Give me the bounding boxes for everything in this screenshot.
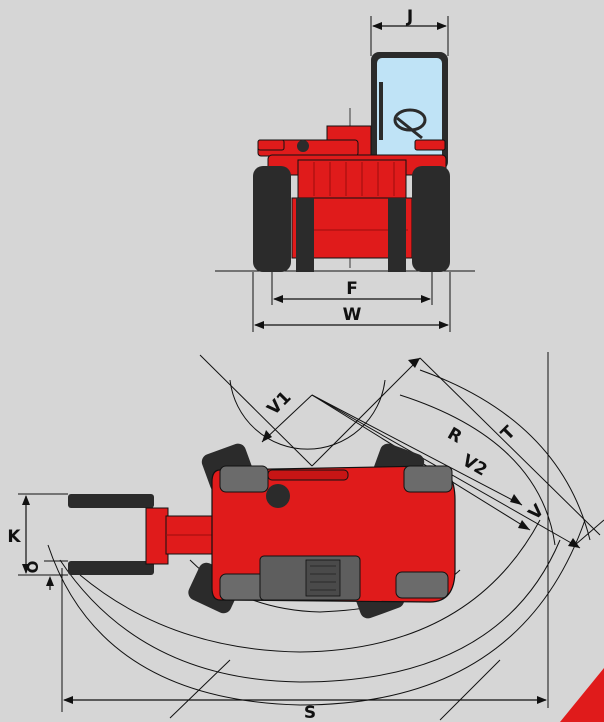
- label-r: R: [444, 424, 465, 448]
- label-v: V: [525, 500, 549, 524]
- arc-overall-sweep: [47, 519, 586, 706]
- right-light-housing: [414, 139, 446, 151]
- label-v2: V2: [459, 451, 491, 481]
- dimension-j: J: [370, 7, 449, 56]
- front-tyre-right: [412, 166, 450, 272]
- label-o: O: [24, 561, 42, 574]
- arc-outer-radius: [79, 519, 541, 653]
- arc-right-inner: [399, 394, 556, 546]
- label-s: S: [304, 703, 316, 722]
- top-fork-upper: [68, 494, 154, 508]
- mudguard-rear-right: [395, 571, 449, 599]
- label-t: T: [497, 422, 520, 445]
- carriage-ribs: [313, 162, 395, 196]
- fork-carriage: [145, 507, 169, 565]
- mirror-left: [297, 140, 309, 152]
- fork-left: [296, 198, 314, 272]
- mudguard-front-left: [219, 465, 269, 493]
- top-fork-lower: [68, 561, 154, 575]
- dimension-w: W: [252, 272, 451, 332]
- arc-inner-radius: [229, 379, 386, 450]
- fork-right: [388, 198, 406, 272]
- front-tyre-left: [253, 166, 291, 272]
- radius-arrowheads: [262, 358, 580, 548]
- label-f: F: [346, 279, 358, 299]
- front-view: J F W: [215, 7, 475, 332]
- dimension-o: O: [24, 560, 68, 590]
- label-j: J: [406, 7, 413, 27]
- mudguard-rear-left: [403, 465, 453, 493]
- label-k: K: [7, 527, 21, 547]
- dimension-f: F: [271, 272, 433, 305]
- top-view: K O S V1 R V2 T V: [7, 352, 604, 722]
- cab-roof-fan: [266, 484, 290, 508]
- label-w: W: [343, 305, 362, 325]
- arc-right-outer: [419, 369, 591, 541]
- left-light-housing: [257, 139, 285, 151]
- dimension-k: K: [7, 493, 68, 576]
- corner-accent: [560, 668, 604, 722]
- dimension-s: S: [63, 696, 547, 722]
- steering-column: [396, 116, 423, 140]
- cab: [371, 52, 448, 170]
- arc-turning-circle: [59, 539, 561, 683]
- carriage-plate: [297, 159, 407, 199]
